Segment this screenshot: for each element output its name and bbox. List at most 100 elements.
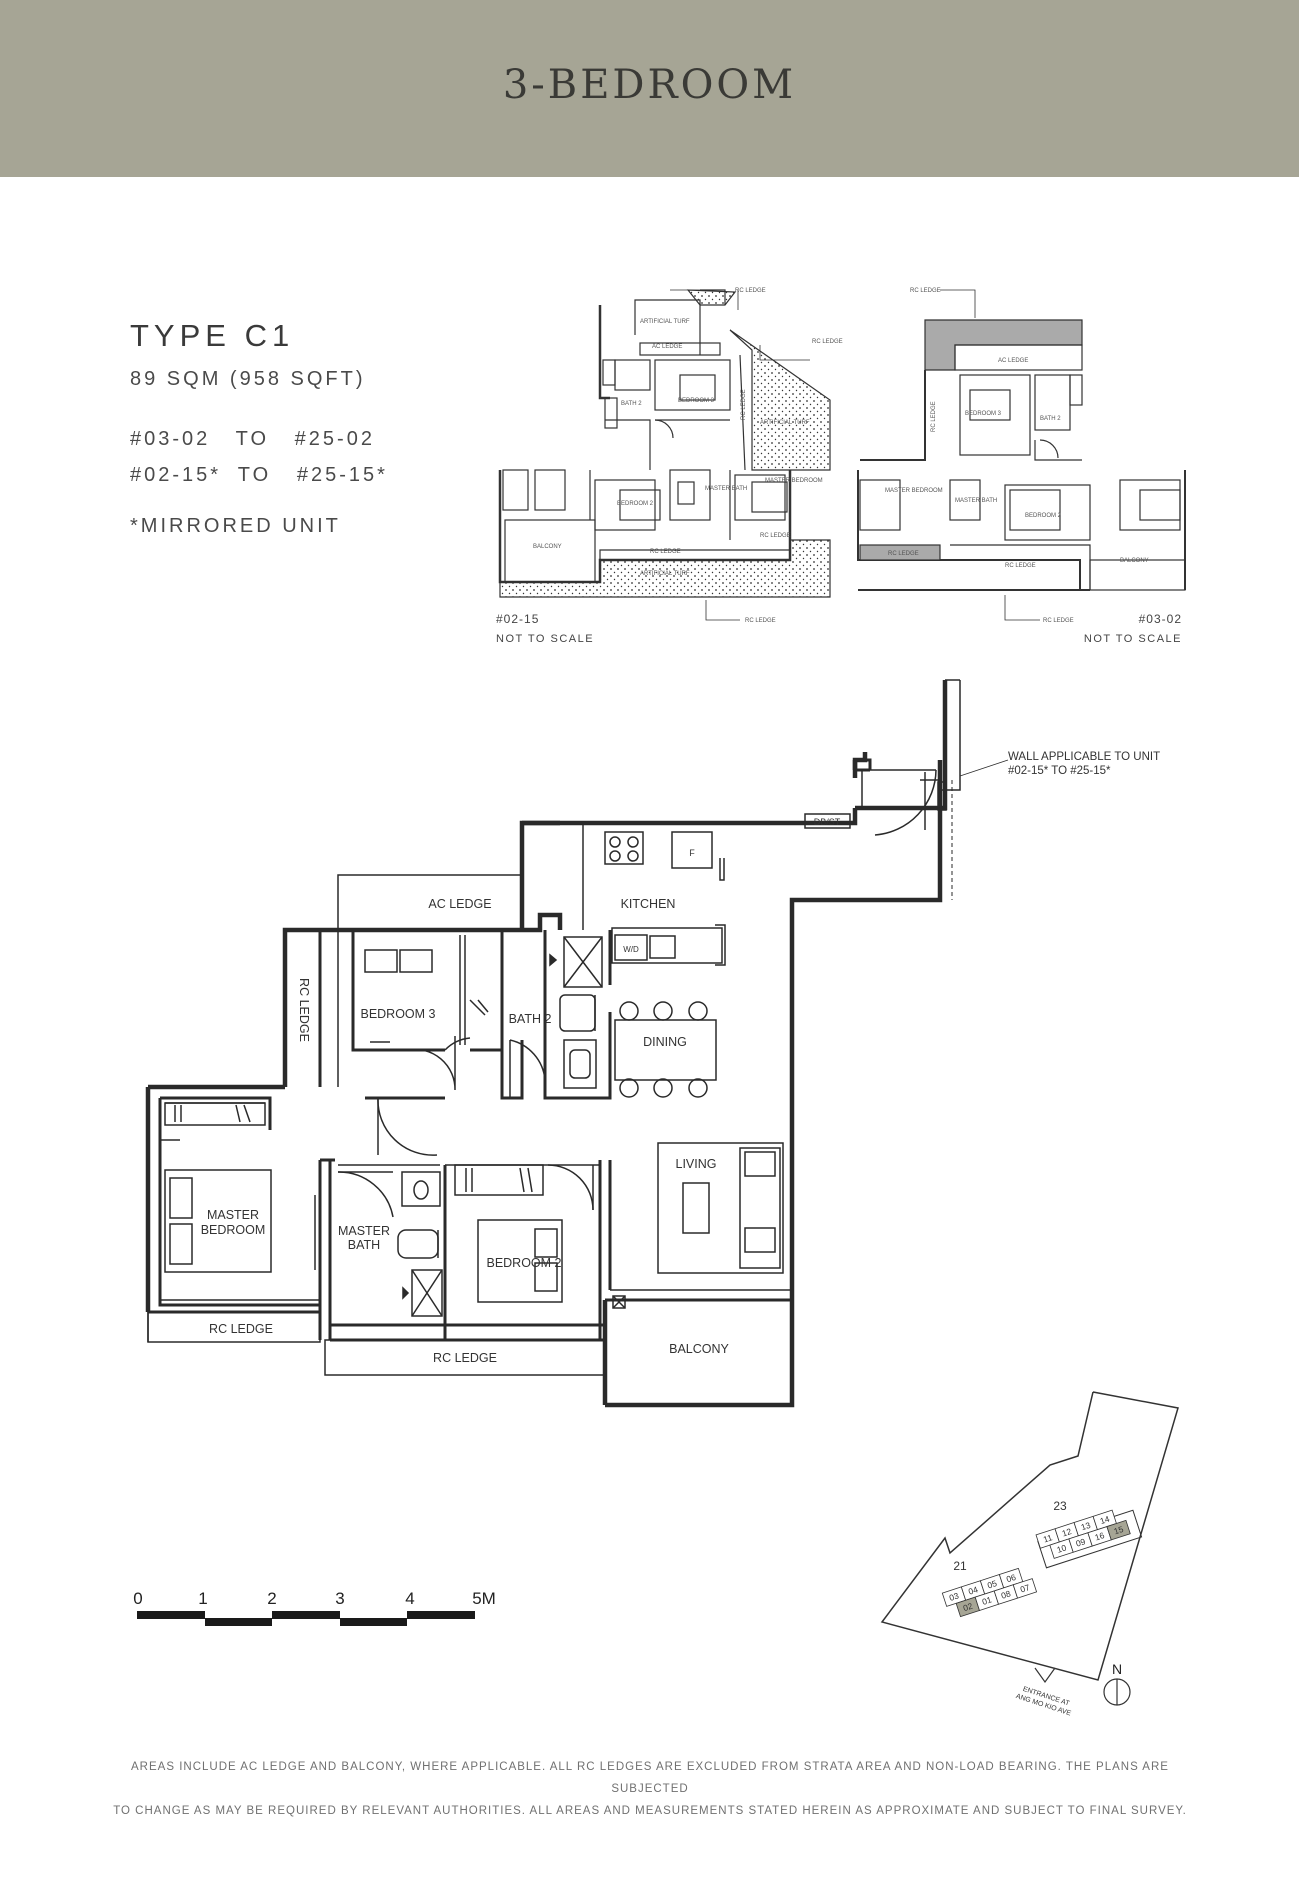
label-master-bath-2: BATH: [348, 1238, 380, 1252]
unit-range-2: #02-15* TO #25-15*: [130, 464, 388, 486]
scale-bar: 0 1 2 3 4 5M: [133, 1589, 496, 1626]
bath-2: [509, 936, 603, 1098]
u23-12: 12: [1061, 1526, 1073, 1539]
kp1-rc-ledge-right2: RC LEDGE: [760, 533, 791, 539]
wall-note-line-1: WALL APPLICABLE TO UNIT: [1008, 751, 1160, 763]
kp2-rc-ledge-left: RC LEDGE: [888, 551, 919, 557]
disclaimer-line-1: AREAS INCLUDE AC LEDGE AND BALCONY, WHER…: [131, 1761, 1169, 1795]
site-plan: 11 12 13 14 10 09 16 15 23 03 04: [880, 1391, 1179, 1718]
kp1-unit-label: #02-15: [496, 612, 539, 626]
dining: [614, 1001, 717, 1098]
kp2-bath-2: BATH 2: [1040, 416, 1061, 422]
label-fridge: F: [689, 848, 695, 858]
kp1-bedroom-2: BEDROOM 2: [617, 501, 654, 507]
master-bath: [337, 1164, 443, 1317]
scale-label-3: 3: [335, 1589, 344, 1608]
u21-03: 03: [948, 1590, 960, 1603]
label-kitchen: KITCHEN: [621, 897, 676, 911]
kp1-artificial-turf-bottom: ARTIFICIAL TURF: [640, 571, 690, 577]
u21-02: 02: [962, 1601, 974, 1614]
kp1-rc-ledge-bottom: RC LEDGE: [745, 618, 776, 624]
kp1-artificial-turf-top: ARTIFICIAL TURF: [640, 319, 690, 325]
kitchen: [604, 831, 726, 966]
wall-note-line-2: #02-15* TO #25-15*: [1008, 765, 1111, 777]
unit-area: 89 SQM (958 SQFT): [130, 368, 366, 390]
u21-04: 04: [967, 1584, 979, 1597]
u21-01: 01: [981, 1594, 993, 1607]
header-band: 3-BEDROOM: [0, 0, 1299, 177]
label-bedroom-3: BEDROOM 3: [360, 1007, 435, 1021]
kp2-master-bath: MASTER BATH: [955, 498, 997, 504]
label-bath-2: BATH 2: [509, 1012, 552, 1026]
kp1-scale-note: NOT TO SCALE: [496, 633, 594, 645]
block-21: 03 04 05 06 02 01 08 07: [941, 1567, 1038, 1618]
label-rc-ledge-bottom-mid: RC LEDGE: [433, 1351, 497, 1365]
kp2-bedroom-2: BEDROOM 2: [1025, 513, 1062, 519]
label-washer: W/D: [623, 945, 639, 954]
kp1-ac-ledge: AC LEDGE: [652, 344, 682, 350]
kp2-rc-ledge-mid: RC LEDGE: [1005, 563, 1036, 569]
kp2-bedroom-3: BEDROOM 3: [965, 411, 1002, 417]
north-label: N: [1112, 1661, 1122, 1677]
u21-07: 07: [1019, 1582, 1031, 1595]
scale-label-5m: 5M: [472, 1589, 496, 1608]
floor-plan: AC LEDGE KITCHEN DB/ST F W/D RC LEDGE BE…: [145, 679, 1160, 1408]
u23-14: 14: [1099, 1514, 1111, 1527]
kp2-unit-label: #03-02: [1139, 612, 1182, 626]
label-master-bedroom-1: MASTER: [207, 1208, 259, 1222]
scale-label-4: 4: [405, 1589, 414, 1608]
u23-11: 11: [1042, 1532, 1054, 1544]
kp1-artificial-turf-right: ARTIFICIAL TURF: [760, 420, 810, 426]
entry-door: [804, 769, 947, 836]
kp1-rc-ledge-vertical: RC LEDGE: [741, 389, 747, 420]
north-arrow-icon: N: [1103, 1661, 1131, 1706]
u21-06: 06: [1005, 1572, 1017, 1585]
u21-08: 08: [1000, 1588, 1012, 1601]
unit-range-1: #03-02 TO #25-02: [130, 428, 375, 450]
kp1-bedroom-3: BEDROOM 3: [678, 398, 715, 404]
kp2-balcony: BALCONY: [1120, 558, 1149, 564]
block-23-label: 23: [1053, 1499, 1067, 1513]
bedroom-2-block: [445, 1164, 600, 1303]
entry-walls: [853, 758, 872, 810]
bedroom-3-block: [283, 930, 612, 1100]
label-bedroom-2: BEDROOM 2: [486, 1256, 561, 1270]
key-plan-02-15: RC LEDGE ARTIFICIAL TURF RC LEDGE AC LED…: [496, 288, 843, 645]
disclaimer-line-2: TO CHANGE AS MAY BE REQUIRED BY RELEVANT…: [113, 1805, 1187, 1817]
label-balcony: BALCONY: [669, 1342, 729, 1356]
living: [612, 1142, 784, 1309]
kp2-master-bedroom: MASTER BEDROOM: [885, 488, 943, 494]
u23-09: 09: [1075, 1536, 1087, 1549]
kp1-rc-ledge-right: RC LEDGE: [812, 339, 843, 345]
label-rc-ledge-bottom-left: RC LEDGE: [209, 1322, 273, 1336]
kp1-master-bedroom: MASTER BEDROOM: [765, 478, 823, 484]
kp1-balcony: BALCONY: [533, 544, 562, 550]
disclaimer: AREAS INCLUDE AC LEDGE AND BALCONY, WHER…: [110, 1756, 1190, 1822]
kp1-rc-ledge-top: RC LEDGE: [735, 288, 766, 294]
block-21-label: 21: [953, 1559, 967, 1573]
key-plan-03-02: RC LEDGE AC LEDGE RC LEDGE BEDROOM 3 BAT…: [857, 288, 1186, 645]
kp2-rc-ledge-bottom: RC LEDGE: [1043, 618, 1074, 624]
label-living: LIVING: [676, 1157, 717, 1171]
u23-13: 13: [1080, 1520, 1092, 1533]
kp2-ac-ledge: AC LEDGE: [998, 358, 1028, 364]
scale-label-0: 0: [133, 1589, 142, 1608]
kp2-rc-ledge-top: RC LEDGE: [910, 288, 941, 294]
page-title: 3-BEDROOM: [502, 62, 797, 108]
kp2-rc-ledge-vertical: RC LEDGE: [931, 401, 937, 432]
label-master-bedroom-2: BEDROOM: [201, 1223, 266, 1237]
mirrored-note: *MIRRORED UNIT: [130, 515, 341, 537]
scale-label-2: 2: [267, 1589, 276, 1608]
label-master-bath-1: MASTER: [338, 1224, 390, 1238]
label-dining: DINING: [643, 1035, 687, 1049]
label-db-st: DB/ST: [814, 817, 841, 827]
balcony: [605, 1289, 792, 1302]
scale-label-1: 1: [198, 1589, 207, 1608]
label-rc-ledge-left: RC LEDGE: [297, 978, 311, 1042]
u23-15: 15: [1113, 1524, 1125, 1537]
block-23: 11 12 13 14 10 09 16 15: [1035, 1509, 1131, 1559]
unit-type-title: TYPE C1: [130, 318, 295, 353]
label-ac-ledge: AC LEDGE: [428, 897, 491, 911]
u21-05: 05: [986, 1578, 998, 1591]
